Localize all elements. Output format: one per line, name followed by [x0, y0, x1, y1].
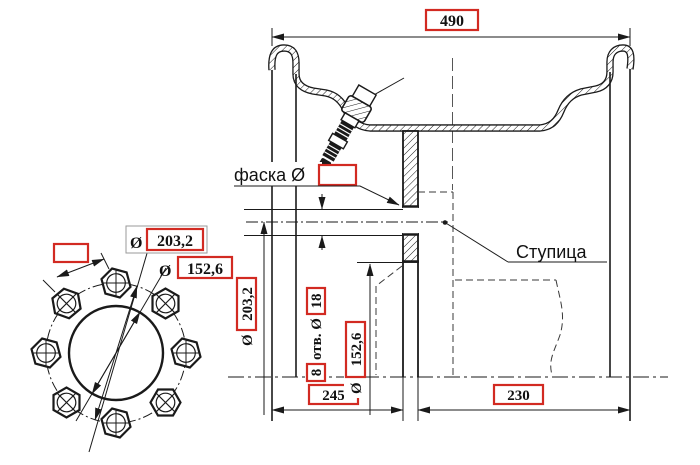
rim-section-view: 490 245 230 фаска Ø Ступица — [228, 8, 668, 421]
dim-bolt-circle-dia: Ø 203,2 — [235, 221, 268, 415]
hub-bore-circle — [67, 304, 165, 402]
bore-dia-value-box — [344, 320, 367, 379]
bore-dia-callout: Ø 152,6 — [159, 255, 234, 280]
bore-dia-left-value: 152,6 — [187, 261, 223, 278]
bore-dia-value: 152,6 — [349, 332, 365, 366]
bolt-circle-dia-left-value: 203,2 — [157, 233, 193, 250]
bolt-circle-dia-symbol-left: Ø — [130, 235, 142, 252]
bolt-circle-dia-callout: Ø 203,2 — [125, 225, 208, 254]
hub-callout: Ступица — [442, 220, 607, 263]
overall-width-value: 490 — [440, 13, 464, 30]
disc-bolt-hole — [403, 207, 418, 234]
rim-profile-outline — [268, 44, 635, 132]
bore-dia-symbol-left: Ø — [159, 263, 171, 280]
bolt-angle-blank-box[interactable] — [52, 242, 90, 264]
hole-dia-value: 18 — [309, 294, 325, 309]
bolt-circle-dia-symbol: Ø — [240, 334, 256, 346]
holes-count-value: 8 — [309, 369, 325, 377]
hub-label: Ступица — [516, 242, 588, 262]
rim-profile-hatch — [269, 45, 634, 131]
dim-bolt-holes: 8 отв. Ø 18 — [244, 194, 403, 383]
wheel-disc — [402, 130, 419, 421]
hole-dia-value-box — [305, 286, 327, 316]
bolt-circle-dia-value: 203,2 — [240, 287, 256, 321]
rear-offset-value-box — [492, 383, 545, 406]
holes-label: отв. Ø — [309, 318, 325, 360]
holes-count-value-box — [305, 362, 327, 383]
rear-offset-value: 230 — [507, 388, 530, 404]
dim-front-offset: 245 — [271, 383, 404, 414]
front-offset-value: 245 — [322, 388, 345, 404]
dim-bore-dia: Ø 152,6 — [344, 262, 402, 415]
chamfer-value-blank-box[interactable] — [317, 163, 358, 187]
hub-phantom-outline — [375, 191, 563, 376]
dim-bolt-angle — [42, 242, 110, 293]
dim-overall-width: 490 — [271, 8, 631, 46]
dim-rear-offset: 230 — [417, 383, 631, 414]
bolt-pattern-view: Ø 203,2 Ø 152,6 — [27, 225, 234, 453]
bore-dia-symbol: Ø — [349, 382, 365, 394]
overall-width-value-box — [424, 8, 480, 32]
bore-dia-left-box — [176, 255, 234, 280]
valve-stem — [316, 84, 378, 173]
chamfer-label: фаска Ø — [234, 165, 305, 185]
chamfer-callout: фаска Ø — [230, 162, 400, 206]
bolt-circle-dia-left-box — [145, 227, 205, 252]
valve-leader-line — [371, 77, 405, 97]
bolt-circle-dia-value-box — [235, 276, 258, 332]
